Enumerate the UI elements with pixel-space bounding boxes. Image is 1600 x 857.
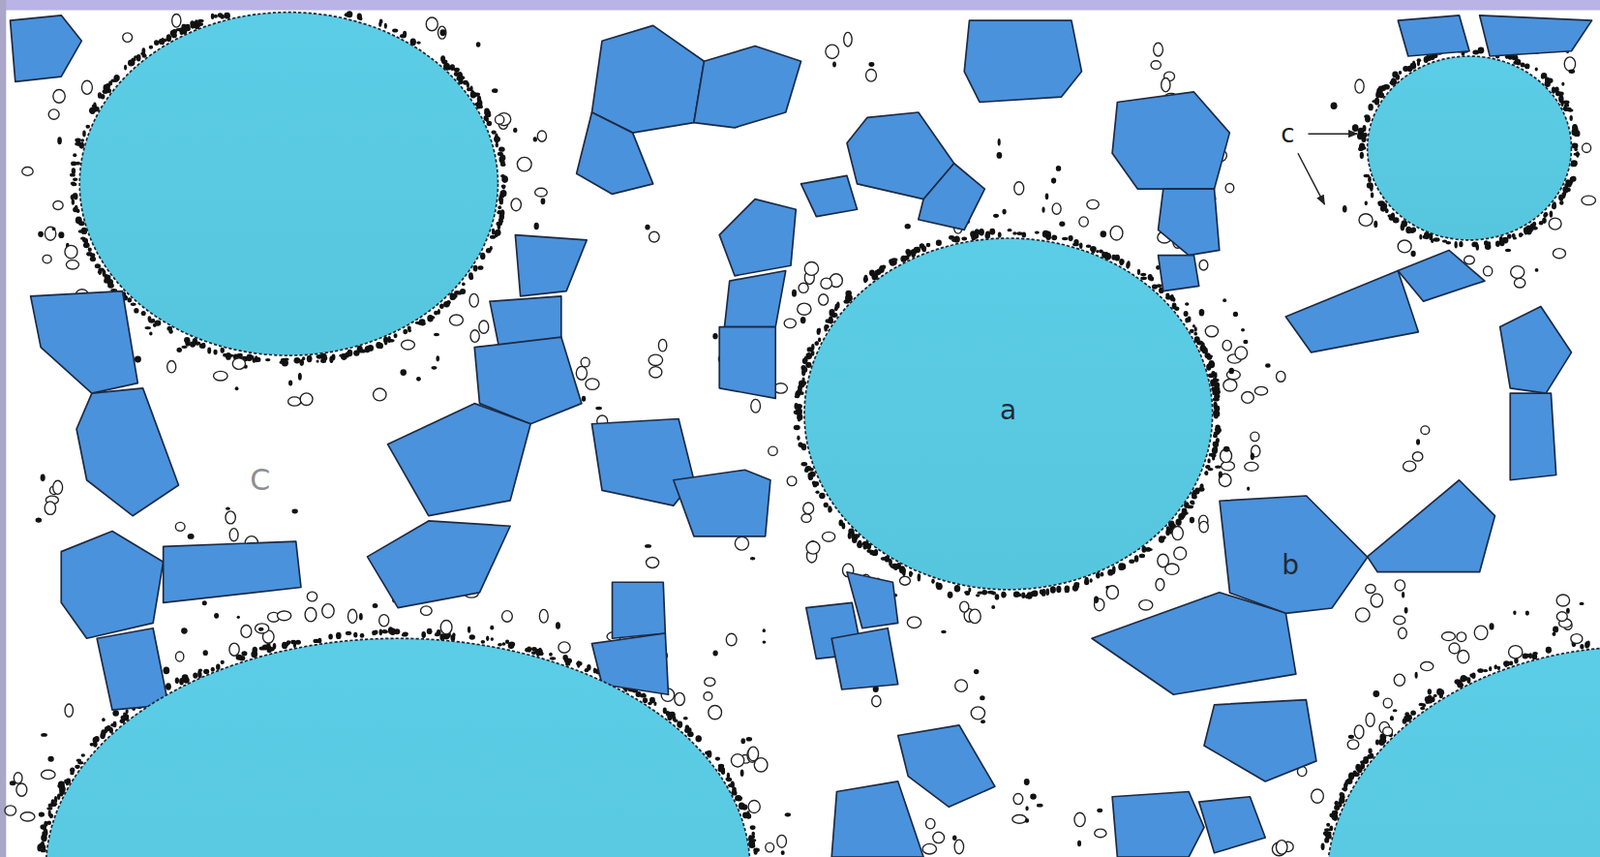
particle-letter: a xyxy=(999,396,1017,424)
grain-particle: b xyxy=(1219,495,1368,613)
spheres xyxy=(45,12,1600,857)
top-band xyxy=(0,0,1600,11)
region-letter: C xyxy=(246,464,273,496)
particle-letter: b xyxy=(1281,551,1299,579)
sphere-particle: a xyxy=(804,238,1213,590)
left-band xyxy=(0,0,6,857)
leader-arrows xyxy=(1298,133,1358,205)
callout-letter: c xyxy=(1277,120,1298,148)
